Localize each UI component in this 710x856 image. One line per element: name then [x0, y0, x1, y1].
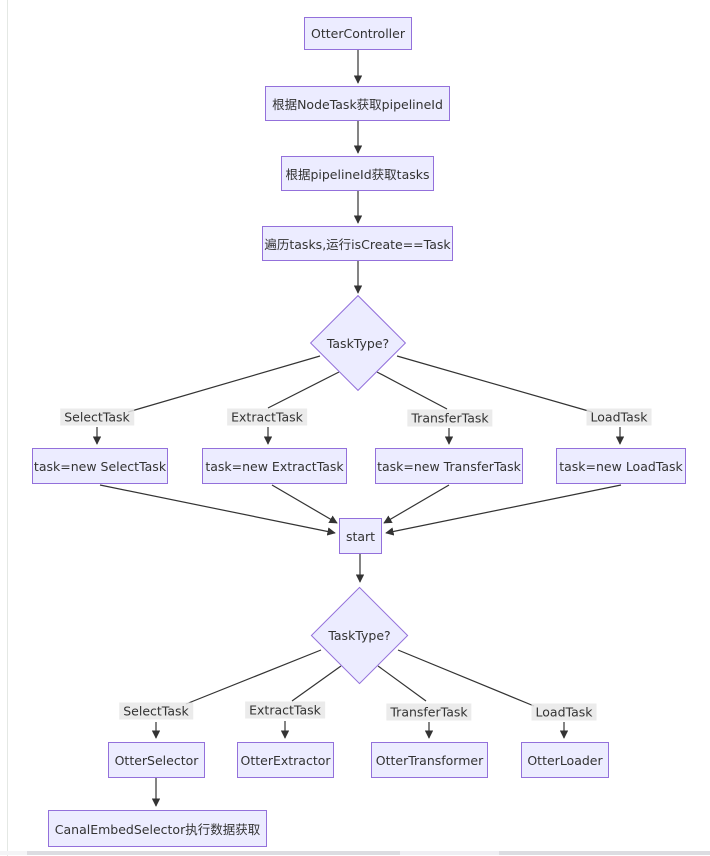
- node-otter-transformer: OtterTransformer: [371, 742, 488, 778]
- edge-label-transfer-task-2: TransferTask: [386, 703, 472, 721]
- edge-decision2-to-transfertask: [377, 665, 427, 702]
- node-start: start: [339, 518, 382, 554]
- edge-label-select-task-2: SelectTask: [119, 702, 193, 720]
- edge-decision2-to-loadtask: [397, 649, 535, 707]
- node-new-extract-task: task=new ExtractTask: [202, 448, 347, 484]
- node-iterate-tasks: 遍历tasks,运行isCreate==Task: [262, 226, 453, 261]
- edge-newload-to-start: [385, 484, 622, 536]
- node-decision-tasktype-2: TaskType?: [310, 586, 409, 685]
- edge-decision1-to-loadtask: [396, 355, 593, 413]
- node-otter-selector: OtterSelector: [108, 742, 205, 778]
- edge-decision2-to-selecttask: [185, 649, 322, 705]
- edge-label-select-task-1: SelectTask: [60, 408, 134, 426]
- edge-label-load-task-2: LoadTask: [531, 703, 597, 721]
- node-decision-tasktype-1: TaskType?: [309, 294, 407, 392]
- edge-decision1-to-transfertask: [376, 371, 448, 410]
- edge-decision1-to-selecttask: [127, 355, 321, 413]
- node-new-load-task: task=new LoadTask: [556, 448, 686, 484]
- node-new-select-task: task=new SelectTask: [32, 448, 168, 484]
- edge-label-load-task-1: LoadTask: [586, 408, 652, 426]
- pane-left-border: [7, 0, 8, 856]
- node-new-transfer-task: task=new TransferTask: [375, 448, 523, 484]
- node-otter-loader: OtterLoader: [521, 742, 609, 778]
- node-get-tasks: 根据pipelineId获取tasks: [281, 156, 434, 191]
- node-otter-controller: OtterController: [304, 17, 412, 50]
- edge-newselect-to-start: [99, 484, 336, 536]
- edge-newtransfer-to-start: [383, 484, 450, 524]
- node-get-pipeline-id: 根据NodeTask获取pipelineId: [265, 86, 450, 121]
- horizontal-scrollbar-track[interactable]: [27, 851, 710, 855]
- node-canal-embed-selector: CanalEmbedSelector执行数据获取: [48, 810, 267, 847]
- edge-newextract-to-start: [271, 484, 338, 524]
- edge-label-extract-task-2: ExtractTask: [245, 701, 325, 719]
- edge-label-transfer-task-1: TransferTask: [407, 409, 493, 427]
- decision-label: TaskType?: [328, 628, 391, 643]
- decision-label: TaskType?: [326, 335, 390, 351]
- scrollbar-corner: [0, 851, 27, 855]
- node-otter-extractor: OtterExtractor: [237, 742, 334, 778]
- horizontal-scrollbar-segment[interactable]: [400, 851, 499, 855]
- edge-decision1-to-extracttask: [267, 371, 340, 409]
- edge-decision2-to-extracttask: [291, 665, 342, 702]
- edge-label-extract-task-1: ExtractTask: [227, 408, 307, 426]
